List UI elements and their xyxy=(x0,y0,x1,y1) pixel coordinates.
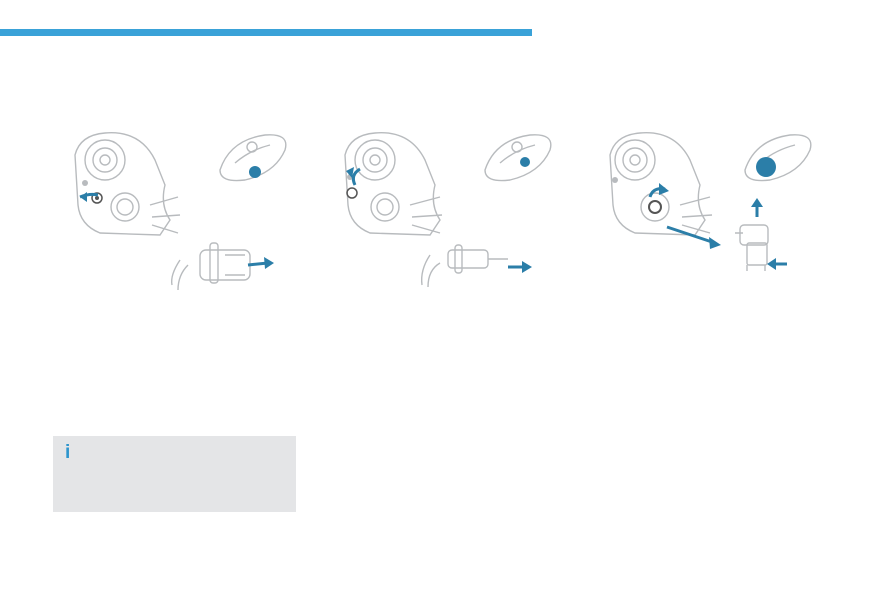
headlamp-bulb-removal-step-1-illustration xyxy=(60,125,290,295)
info-icon: i xyxy=(65,442,71,463)
figure-svg xyxy=(609,132,812,271)
headlamp-bulb-removal-step-3-illustration xyxy=(595,125,825,295)
info-box: i xyxy=(53,436,296,512)
figure-svg xyxy=(74,132,287,291)
header-bar xyxy=(0,29,532,36)
headlamp-bulb-removal-step-2-illustration xyxy=(330,125,560,295)
figure-svg xyxy=(344,132,552,288)
